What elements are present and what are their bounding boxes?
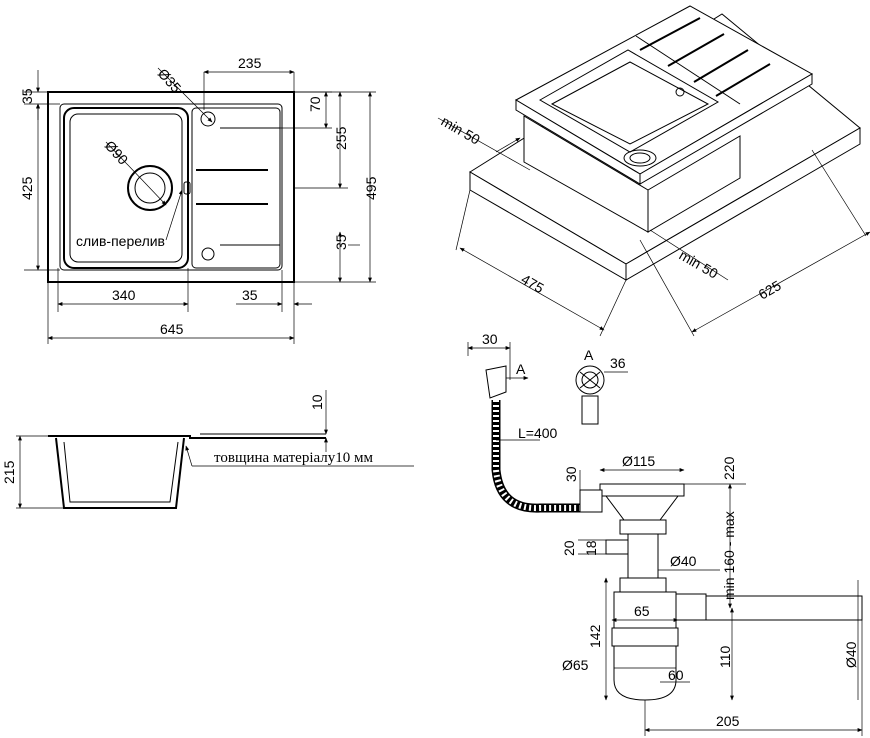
dim-35-bottom: 35 xyxy=(242,287,258,303)
iso-groove-4 xyxy=(715,63,771,97)
dim-625: 625 xyxy=(756,277,784,303)
label-a-detail: A xyxy=(584,347,594,363)
dim-475: 475 xyxy=(519,271,547,297)
dim-20: 20 xyxy=(561,540,577,556)
dim-36: 36 xyxy=(610,355,626,371)
iso-drain xyxy=(623,149,657,167)
label-a-top: A xyxy=(516,361,526,377)
dim-d65: Ø65 xyxy=(562,657,589,673)
overflow-head xyxy=(485,365,507,399)
drain-outer xyxy=(127,165,173,211)
section-top-edge xyxy=(48,435,326,439)
overflow-label: слив-перелив xyxy=(76,233,165,249)
detail-a-outer xyxy=(575,365,605,395)
bowl-outline xyxy=(63,107,189,269)
dim-d40: Ø40 xyxy=(670,553,697,569)
iso-groove-3 xyxy=(693,49,749,83)
sink-outline-rim xyxy=(59,103,283,271)
corrugated-hose xyxy=(491,400,580,513)
bowl-side xyxy=(647,135,741,233)
countertop-side xyxy=(625,127,861,281)
bottle-nut xyxy=(619,577,667,593)
bowl-inner xyxy=(69,113,183,263)
dim-70: 70 xyxy=(307,96,323,112)
drain-flange xyxy=(599,483,685,497)
iso-drainboard-edge xyxy=(635,35,741,105)
detail-a-stem xyxy=(581,395,599,425)
dim-10: 10 xyxy=(309,394,325,410)
section-bowl xyxy=(55,437,185,509)
dim-220: 220 xyxy=(721,456,737,480)
siphon-view: 30 A L=400 A 36 Ø115 30 20 18 Ø40 xyxy=(467,331,863,736)
detail-a-inner xyxy=(581,371,599,389)
side-inlet xyxy=(605,539,629,555)
overflow-nut xyxy=(579,489,603,513)
outlet-nut xyxy=(675,593,707,621)
material-thickness-label: товщина матеріалу10 мм xyxy=(214,450,374,466)
dim-255: 255 xyxy=(333,126,349,150)
dim-30-top: 30 xyxy=(482,331,498,347)
dim-142: 142 xyxy=(587,624,603,648)
dim-18: 18 xyxy=(583,540,599,556)
bottle-ring xyxy=(611,627,679,647)
dim-30-side: 30 xyxy=(563,466,579,482)
dim-d40-right: Ø40 xyxy=(843,641,859,668)
dim-min50-right: min 50 xyxy=(677,247,722,282)
dim-205: 205 xyxy=(716,713,740,729)
dim-235: 235 xyxy=(238,55,262,71)
iso-tap-hole xyxy=(675,87,685,97)
isometric-view: min 50 475 min 50 625 xyxy=(437,5,870,337)
dim-min-max: min 160 - max xyxy=(721,511,737,600)
dim-35-top: 35 xyxy=(19,88,35,104)
sink-rim-side xyxy=(639,73,813,185)
drain-basket xyxy=(605,495,679,521)
dim-110: 110 xyxy=(717,645,733,668)
top-view: 235 Ø35 70 255 35 495 35 425 Ø90 слив-пе… xyxy=(19,55,379,344)
dim-495: 495 xyxy=(363,176,379,200)
iso-drain-inner xyxy=(629,152,651,164)
drain-inner xyxy=(134,172,166,204)
bowl-interior xyxy=(550,61,710,145)
drain-nut xyxy=(619,519,667,535)
dim-340: 340 xyxy=(112,287,136,303)
sink-outline-outer xyxy=(47,91,295,283)
dim-425: 425 xyxy=(19,176,35,200)
tap-hole-alt xyxy=(201,247,215,261)
section-bowl-inner xyxy=(63,441,179,503)
hose-length-label: L=400 xyxy=(518,425,558,441)
dim-645: 645 xyxy=(160,321,184,337)
dim-215: 215 xyxy=(1,460,17,484)
drainboard-outline xyxy=(191,107,281,269)
section-view: 10 215 товщина матеріалу10 мм xyxy=(1,390,414,509)
bowl-opening xyxy=(538,49,720,153)
dim-65: 65 xyxy=(634,603,650,619)
tap-hole xyxy=(200,111,216,127)
overflow-hole xyxy=(183,181,191,195)
drain-pipe xyxy=(627,533,659,579)
dim-60: 60 xyxy=(668,667,684,683)
dim-min50-left: min 50 xyxy=(439,113,484,148)
dim-d115: Ø115 xyxy=(622,453,655,469)
iso-groove-2 xyxy=(667,33,725,67)
dim-35-right: 35 xyxy=(333,234,349,250)
